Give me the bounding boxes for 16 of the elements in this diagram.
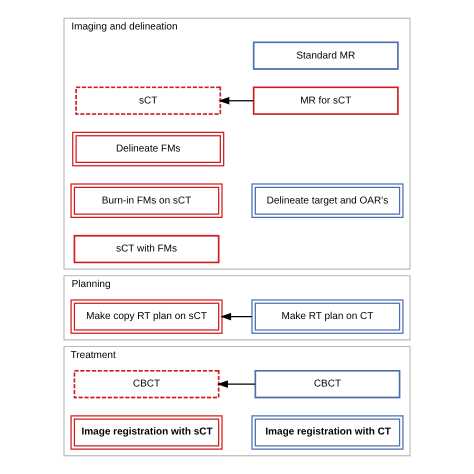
node-box: Standard MR — [252, 42, 399, 70]
node-box: Make copy RT plan on sCT — [70, 299, 223, 334]
node-box: Delineate target and OAR’s — [251, 183, 404, 218]
arrow — [218, 96, 254, 104]
arrow — [220, 312, 252, 320]
node-box: Burn-in FMs on sCT — [70, 183, 223, 218]
arrow — [217, 380, 256, 388]
node-box: CBCT — [74, 370, 220, 398]
node-box: Image registration with CT — [251, 415, 404, 450]
node-box: CBCT — [254, 370, 400, 398]
node-box: Delineate FMs — [72, 132, 224, 166]
node-box: MR for sCT — [252, 86, 399, 115]
node-box: Make RT plan on CT — [251, 299, 404, 334]
node-box: Image registration with sCT — [70, 415, 223, 450]
node-box: sCT with FMs — [74, 234, 220, 264]
node-box: sCT — [75, 86, 222, 115]
